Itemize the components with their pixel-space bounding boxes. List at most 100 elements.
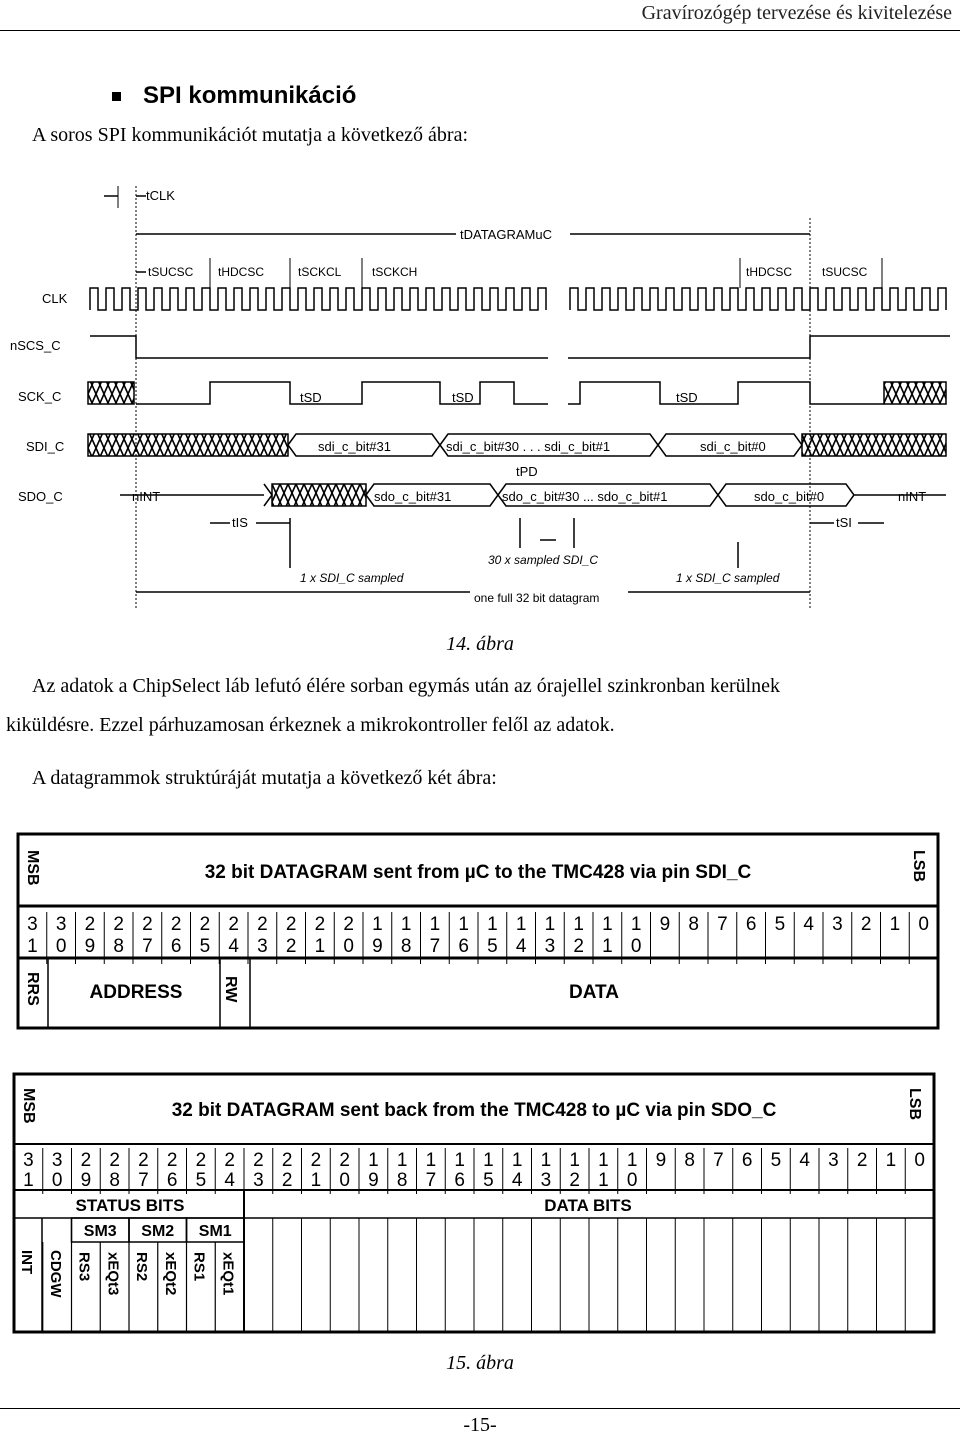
figure-caption-15-text: 15. ábra [446,1352,514,1374]
datagram2-bit-digit: 7 [138,1170,149,1191]
datagram2-bit-digit: 2 [196,1150,207,1171]
datagram2-bit-digit: 2 [224,1150,235,1171]
datagram2-bit-digit: 3 [828,1150,839,1171]
datagram1-bit-digit: 2 [85,914,96,935]
datagram1-lsb: LSB [910,850,927,882]
datagram1-address: ADDRESS [90,982,183,1003]
paragraph-1-line-1: Az adatok a ChipSelect láb lefutó élére … [32,675,781,697]
paragraph-1-line-2: kiküldésre. Ezzel párhuzamosan érkeznek … [6,714,615,736]
datagram1-bit-digit: 2 [113,914,124,935]
label-sampled30: 30 x sampled SDI_C [488,553,598,567]
datagram2-bit-digit: 1 [368,1150,379,1171]
datagram2-bit-digit: 6 [454,1170,465,1191]
datagram2-bit-digit: 1 [311,1170,322,1191]
datagram1-bit-digit: 6 [171,936,182,957]
datagram1-bit-digit: 4 [803,914,814,935]
status-bit-name: RS1 [191,1252,208,1281]
datagram2-bit-digit: 0 [627,1170,638,1191]
datagram2-bit-digit: 1 [627,1150,638,1171]
figure-caption-14-text: 14. ábra [446,633,514,655]
status-bit-name: CDGW [47,1250,64,1298]
datagram1-bit-digit: 5 [487,936,498,957]
datagram1-bit-digit: 1 [602,936,613,957]
datagram1-bit-digit: 5 [200,936,211,957]
sm-header-label: SM3 [84,1223,117,1240]
label-tsckcl: tSCKCL [298,265,342,279]
datagram1-rw: RW [222,976,239,1003]
datagram2-bit-digit: 2 [339,1150,350,1171]
datagram1-bit-digit: 2 [228,914,239,935]
paragraph-2: A datagrammok struktúráját mutatja a köv… [32,767,497,789]
datagram2-bit-digit: 2 [311,1150,322,1171]
datagram2-bit-digit: 1 [483,1150,494,1171]
sm-header-label: SM2 [141,1223,174,1240]
datagram1-bit-digit: 4 [516,936,527,957]
datagram1-bit-digit: 3 [545,936,556,957]
datagram2-bit-digit: 1 [23,1170,34,1191]
datagram1-bit-digit: 1 [401,914,412,935]
label-tis: tIS [232,515,248,530]
label-thdcsc2: tHDCSC [746,265,792,279]
datagram1-bit-digit: 3 [56,914,67,935]
datagram2-title: 32 bit DATAGRAM sent back from the TMC42… [172,1100,777,1121]
datagram1-bit-digit: 2 [315,914,326,935]
datagram1-bit-digit: 1 [487,914,498,935]
datagram1-bit-digit: 0 [918,914,929,935]
label-tsckch: tSCKCH [372,265,417,279]
datagram1-bit-digit: 8 [401,936,412,957]
datagram2-bit-digit: 9 [368,1170,379,1191]
datagram2-bit-digit: 9 [81,1170,92,1191]
label-tsi: tSI [836,515,852,530]
datagram2-bit-digit: 7 [713,1150,724,1171]
running-header: Gravírozógép tervezése és kivitelezése [641,2,952,24]
datagram2-bit-digit: 6 [167,1170,178,1191]
datagram1-bit-digit: 1 [315,936,326,957]
datagram1-bit-digit: 7 [430,936,441,957]
datagram1-bit-digit: 1 [430,914,441,935]
label-tsd1: tSD [300,390,322,405]
datagram1-bit-digit: 2 [171,914,182,935]
label-tsucsc: tSUCSC [148,265,194,279]
datagram2-status-bits: STATUS BITS [76,1196,185,1215]
datagram2-bit-digit: 2 [569,1170,580,1191]
label-tsd2: tSD [452,390,474,405]
datagram1-bit-digit: 7 [142,936,153,957]
datagram1-bit-digit: 9 [660,914,671,935]
datagram1-rrs: RRS [24,972,41,1006]
datagram2-data-bits: DATA BITS [544,1196,632,1215]
datagram2-bit-digit: 1 [598,1150,609,1171]
datagram2-bit-digit: 3 [23,1150,34,1171]
nscs-waveform [90,335,950,359]
datagram1-bit-digit: 1 [458,914,469,935]
datagram2-bit-digit: 8 [397,1170,408,1191]
label-sdo0: sdo_c_bit#0 [754,489,824,504]
datagram2-bit-digit: 5 [483,1170,494,1191]
datagram1-bit-digit: 1 [27,936,38,957]
square-bullet-icon [112,91,121,101]
datagram1-bit-digit: 5 [775,914,786,935]
page-number: -15- [463,1414,497,1436]
spi-timing-diagram: CLK nSCS_C SCK_C SDI_C SDO_C tCLK tDATAG… [10,186,950,608]
signal-label-clk: CLK [42,291,68,306]
datagram2-bit-digit: 2 [109,1150,120,1171]
datagram1-bit-digit: 6 [746,914,757,935]
datagram1-bit-digit: 2 [286,936,297,957]
datagram2-bit-digit: 0 [339,1170,350,1191]
label-tsd3: tSD [676,390,698,405]
datagram2-bit-digit: 1 [397,1150,408,1171]
datagram1-bit-digit: 2 [200,914,211,935]
datagram2-bit-digit: 2 [282,1150,293,1171]
signal-label-sdi: SDI_C [26,439,64,454]
datagram1-bit-digit: 1 [516,914,527,935]
datagram2-bit-row: 3130292827262524232221201918171615141312… [23,1148,925,1194]
label-nint2: nINT [898,489,926,504]
datagram1-bit-digit: 7 [717,914,728,935]
label-full-datagram: one full 32 bit datagram [474,591,599,605]
label-tdatagram: tDATAGRAMuC [460,227,552,242]
datagram1-bit-row: 3130292827262524232221201918171615141312… [27,912,929,964]
datagram-sdi-diagram: 32 bit DATAGRAM sent from µC to the TMC4… [16,832,940,1030]
datagram1-bit-digit: 0 [343,936,354,957]
label-nint1: nINT [132,489,160,504]
datagram2-bit-digit: 2 [282,1170,293,1191]
datagram1-bit-digit: 2 [861,914,872,935]
